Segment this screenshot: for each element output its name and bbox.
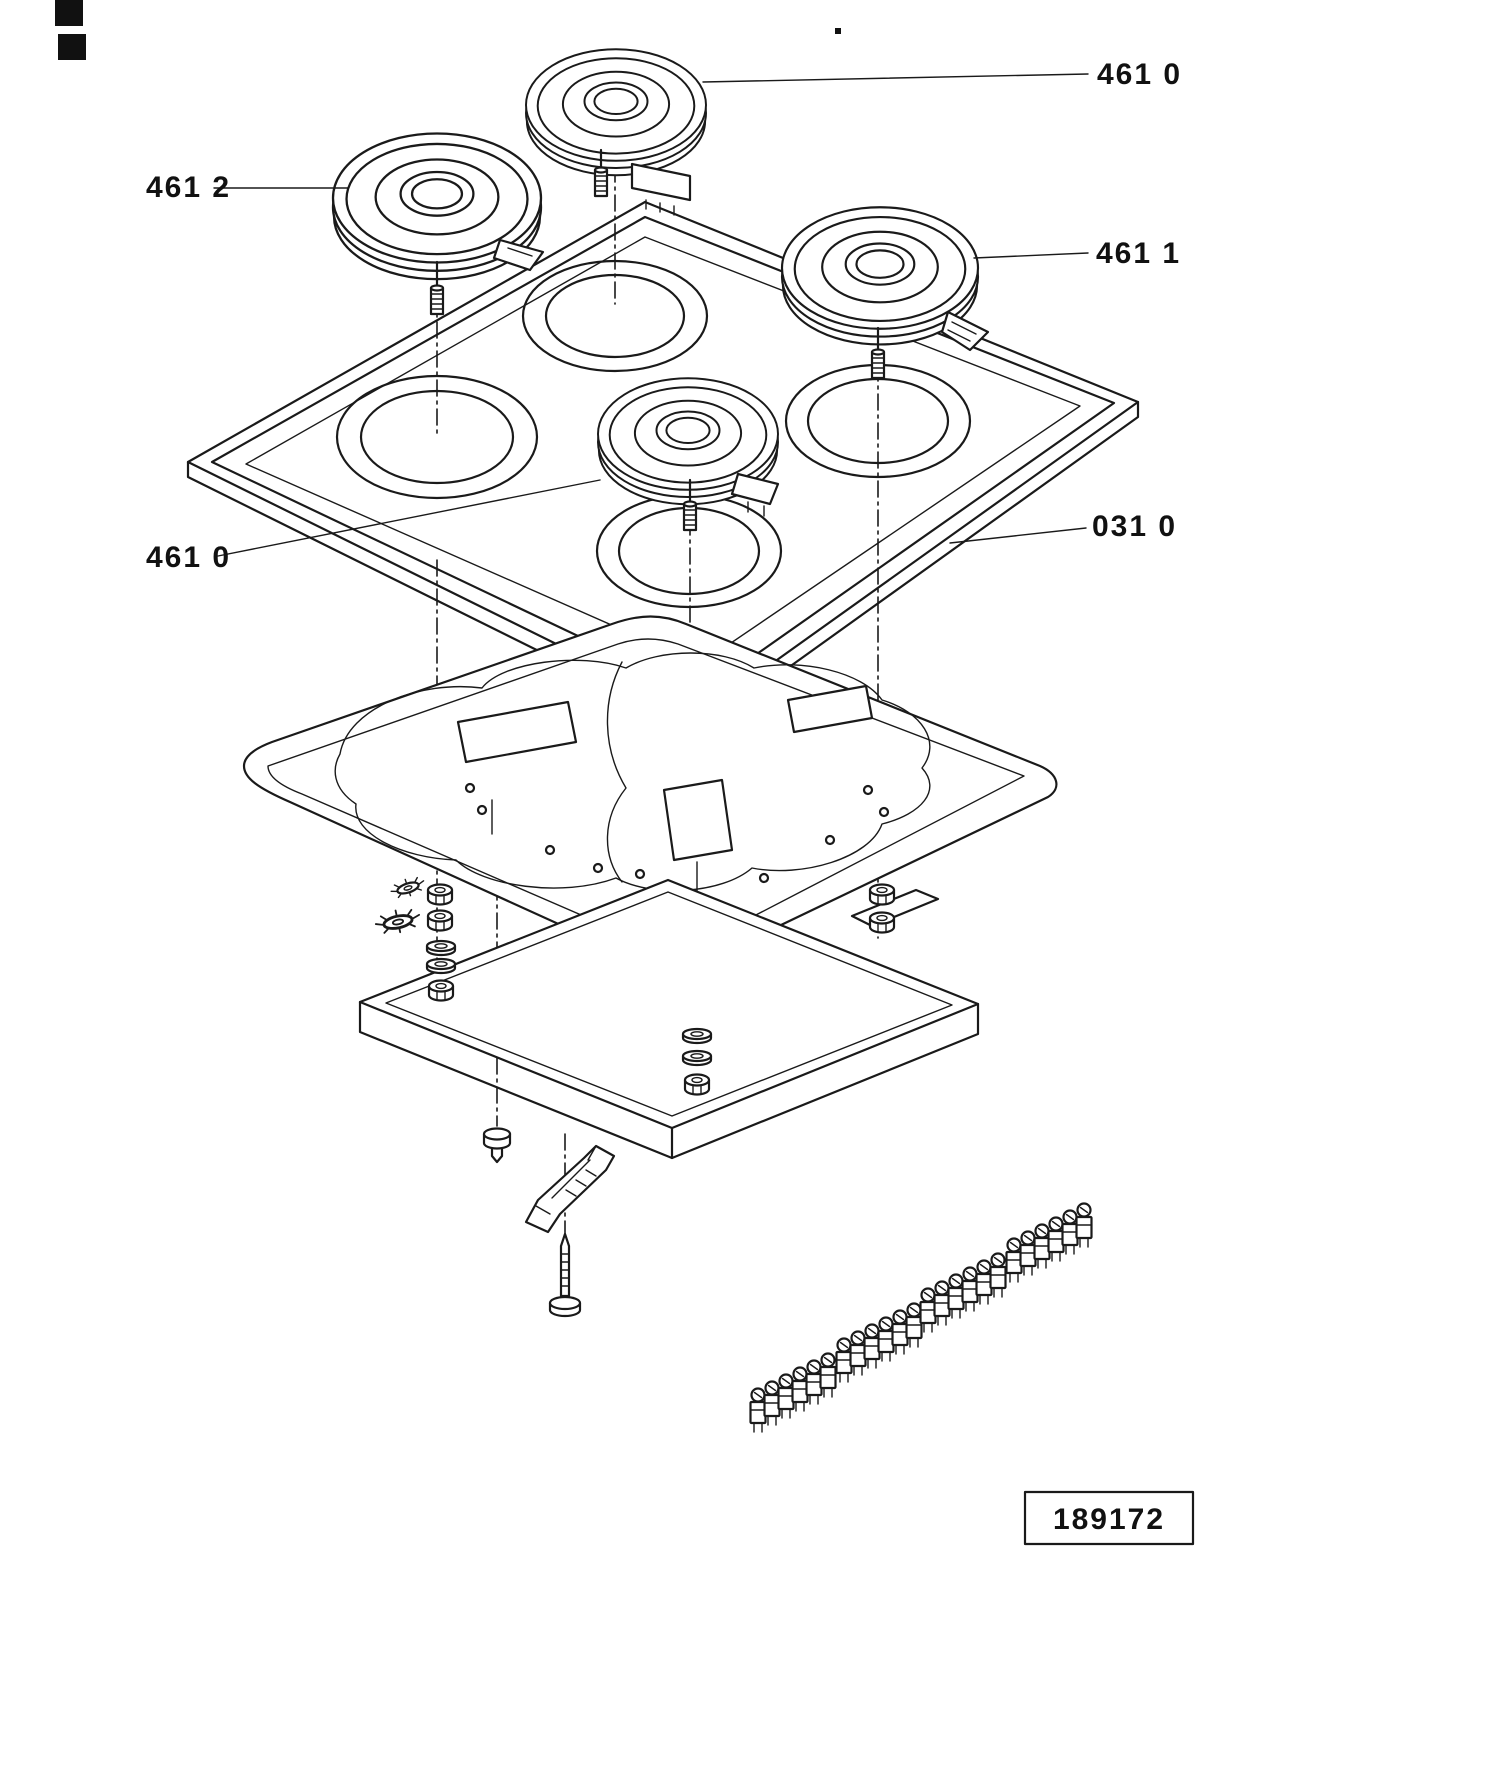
mounting-bracket [524, 1144, 616, 1234]
part-label-top-panel: 031 0 [1092, 510, 1177, 543]
drawing-number-box: 189172 [1023, 1490, 1195, 1546]
burner-plate-left [331, 132, 545, 316]
part-label-rear-burner: 461 0 [1097, 58, 1182, 91]
fastener-stack-center [681, 1027, 713, 1096]
leader-lines [213, 73, 1089, 557]
drawing-number: 189172 [1053, 1503, 1165, 1536]
burner-plate-rear [525, 48, 707, 216]
burner-plate-center [597, 377, 780, 532]
part-label-right-burner: 461 1 [1096, 237, 1181, 270]
burner-plate-right [780, 206, 990, 380]
registration-marks [55, 0, 841, 60]
part-label-left-burner: 461 2 [146, 171, 231, 204]
part-label-center-burner: 461 0 [146, 541, 231, 574]
long-fixing-screw [548, 1232, 582, 1318]
terminal-blocks [751, 1204, 1092, 1433]
mounting-screw [482, 1127, 512, 1164]
